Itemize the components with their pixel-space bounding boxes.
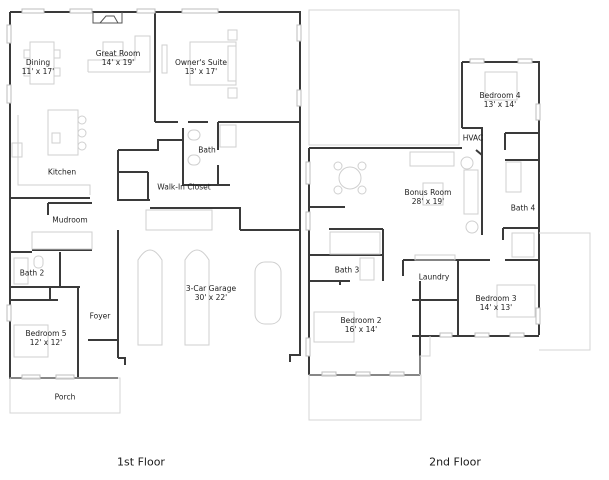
room-name: HVAC: [462, 133, 484, 143]
room-label-bedroom-3: Bedroom 3 14' x 13': [475, 294, 516, 312]
room-label-porch: Porch: [55, 393, 76, 402]
room-dimensions: 28' x 19': [411, 197, 445, 206]
room-name: Owner's Suite: [175, 58, 227, 67]
room-name: Bedroom 5: [25, 329, 67, 338]
room-dimensions: 14' x 13': [479, 303, 513, 312]
room-name: Bath: [198, 145, 216, 155]
room-name: Mudroom: [52, 215, 88, 225]
first-floor-walls: [9, 11, 301, 379]
room-label-bedroom-5: Bedroom 5 12' x 12': [25, 329, 66, 347]
room-name: 3-Car Garage: [185, 284, 237, 293]
room-name: Bedroom 3: [475, 294, 517, 303]
room-name: Bath 4: [510, 203, 536, 213]
second-floor-windows: [305, 58, 541, 377]
first-floor-windows: [6, 8, 302, 380]
room-dimensions: 14' x 19': [101, 58, 135, 67]
room-label-foyer: Foyer: [90, 312, 111, 321]
room-name: Foyer: [89, 311, 111, 321]
room-name: Bonus Room: [404, 188, 452, 197]
room-name: Dining: [25, 58, 51, 67]
room-label-walk-in-closet: Walk-In Closet: [157, 183, 210, 192]
room-label-bath-4: Bath 4: [511, 204, 536, 213]
room-label-bath-3: Bath 3: [335, 266, 360, 275]
room-name: Kitchen: [47, 167, 77, 177]
room-label-bath-2: Bath 2: [20, 269, 45, 278]
room-label-mudroom: Mudroom: [52, 216, 87, 225]
room-label-hvac: HVAC: [463, 134, 484, 143]
room-dimensions: 13' x 14': [483, 100, 517, 109]
room-name: Great Room: [95, 49, 141, 58]
room-dimensions: 13' x 17': [184, 67, 218, 76]
room-label-bedroom-4: Bedroom 4 13' x 14': [479, 91, 520, 109]
room-label-great-room: Great Room 14' x 19': [96, 49, 141, 67]
fireplace-icon: [92, 12, 123, 24]
room-dimensions: 11' x 17': [21, 67, 55, 76]
room-label-owners-suite: Owner's Suite 13' x 17': [175, 58, 227, 76]
room-name: Bedroom 2: [340, 316, 382, 325]
room-label-dining: Dining 11' x 17': [22, 58, 54, 76]
room-dimensions: 30' x 22': [194, 293, 228, 302]
room-name: Walk-In Closet: [157, 182, 211, 192]
room-label-bedroom-2: Bedroom 2 16' x 14': [340, 316, 381, 334]
first-floor-furniture: [9, 29, 282, 414]
room-name: Porch: [54, 392, 76, 402]
room-label-bonus-room: Bonus Room 28' x 19': [405, 188, 452, 206]
room-label-bath: Bath: [198, 146, 215, 155]
room-label-3-car-garage: 3-Car Garage 30' x 22': [186, 284, 236, 302]
floor-title-second: 2nd Floor: [429, 455, 481, 469]
room-dimensions: 12' x 12': [29, 338, 63, 347]
room-name: Bedroom 4: [479, 91, 521, 100]
room-name: Bath 2: [19, 268, 45, 278]
room-label-laundry: Laundry: [419, 273, 450, 282]
room-name: Bath 3: [334, 265, 360, 275]
room-dimensions: 16' x 14': [344, 325, 378, 334]
second-floor-furniture: [308, 71, 536, 421]
room-name: Laundry: [418, 272, 450, 282]
room-label-kitchen: Kitchen: [48, 168, 76, 177]
floor-title-first: 1st Floor: [117, 455, 165, 469]
